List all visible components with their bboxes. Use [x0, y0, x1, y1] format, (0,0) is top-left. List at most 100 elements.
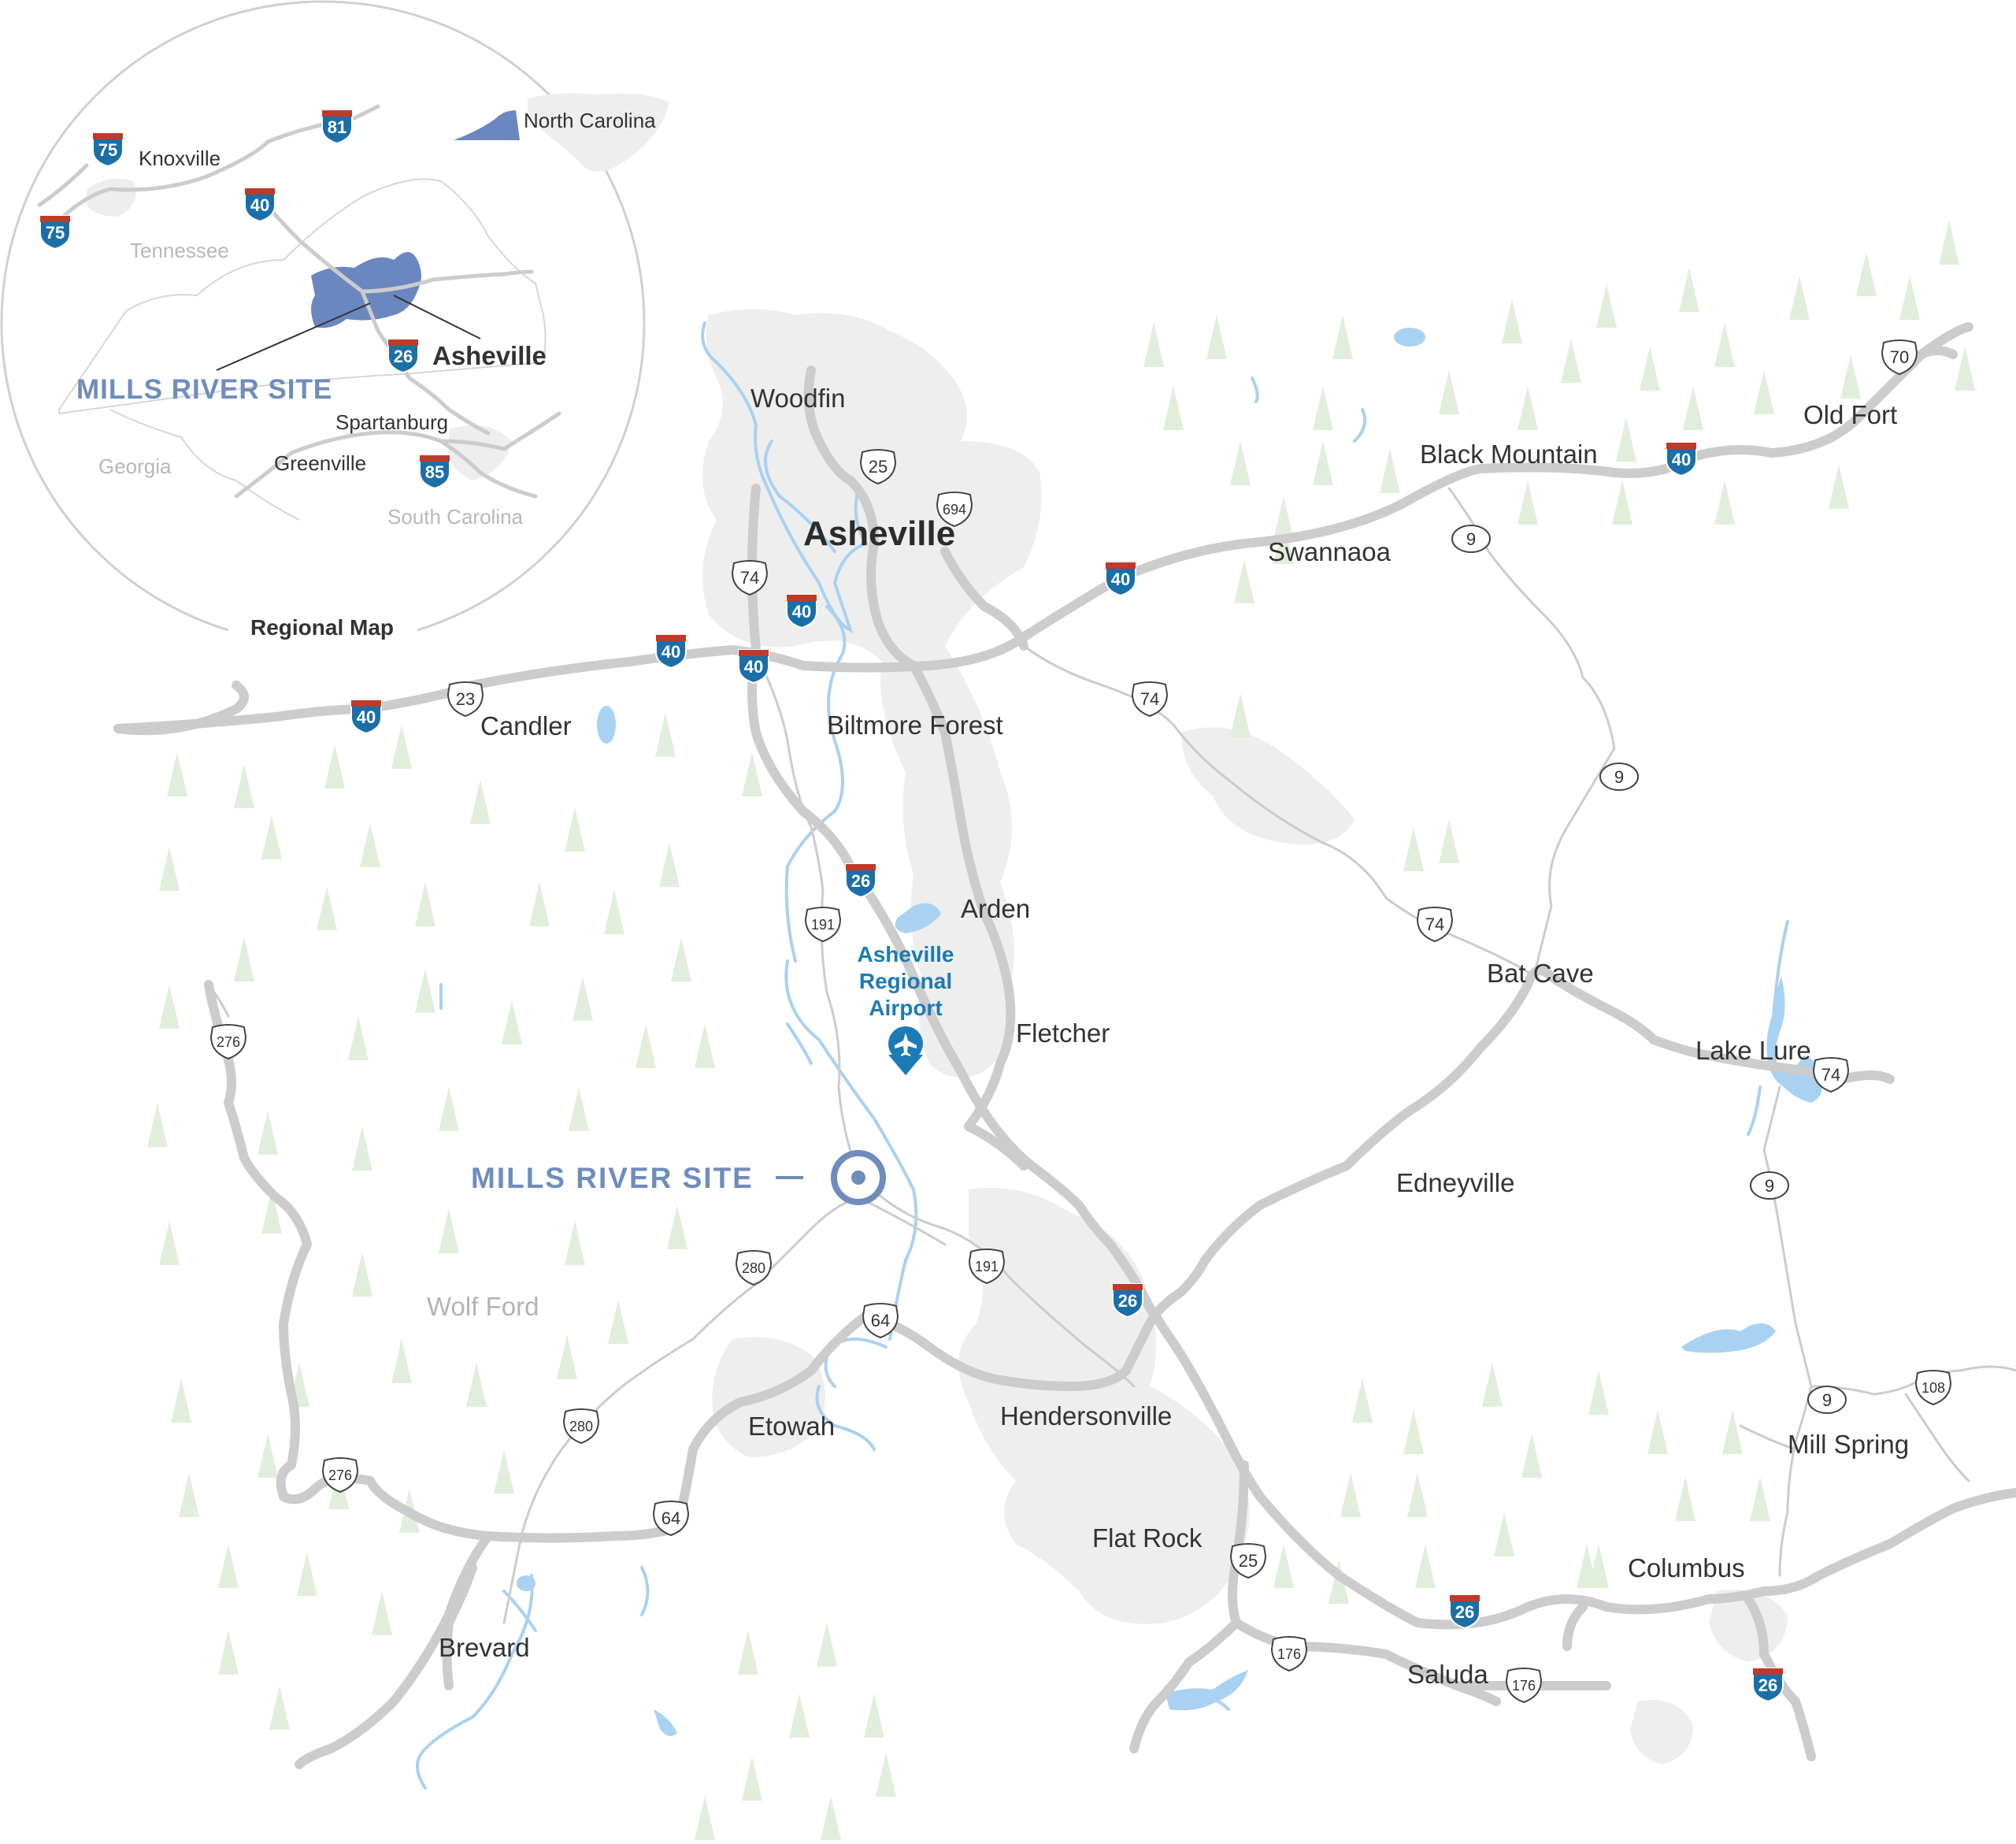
inset-nc-coast: [528, 93, 669, 172]
road-i26: [747, 645, 2016, 1630]
airport-name-line2: Regional: [859, 969, 952, 993]
inset-nc-icon: [454, 110, 520, 140]
airplane-icon: [888, 1026, 923, 1075]
us-280-shield: 280: [563, 1408, 599, 1444]
town-lake-lure: Lake Lure: [1695, 1036, 1811, 1065]
us-74-shield: 74: [1417, 907, 1453, 942]
svg-text:176: 176: [1277, 1646, 1301, 1662]
airport-name-line1: Asheville: [858, 942, 954, 967]
lake-mill-spring: [1681, 1323, 1776, 1353]
town-swannanoa: Swannaoa: [1268, 537, 1392, 566]
us-176-shield: 176: [1506, 1668, 1542, 1703]
svg-text:74: 74: [1140, 689, 1159, 709]
svg-text:9: 9: [1765, 1176, 1774, 1196]
svg-text:40: 40: [357, 707, 376, 727]
road-us25: [909, 661, 1016, 1131]
us-74-shield: 74: [732, 560, 768, 595]
svg-text:74: 74: [1425, 915, 1444, 934]
svg-text:40: 40: [662, 642, 680, 662]
interstate-40-shield: 40: [350, 699, 382, 734]
inset-interstate-26-shield: 26: [387, 339, 419, 373]
inset-site-label: MILLS RIVER SITE: [76, 374, 332, 405]
us-64-shield: 64: [653, 1501, 689, 1536]
svg-text:25: 25: [869, 457, 888, 477]
us-191-shield: 191: [969, 1249, 1005, 1284]
svg-text:26: 26: [1118, 1291, 1137, 1311]
town-hendersonville: Hendersonville: [1000, 1401, 1172, 1430]
inset-caption-backdrop: [228, 608, 417, 647]
us-694-shield: 694: [936, 492, 973, 527]
town-brevard: Brevard: [439, 1633, 530, 1662]
town-woodfin: Woodfin: [750, 384, 845, 413]
inset-asheville: Asheville: [432, 341, 547, 370]
interstate-40-shield: 40: [655, 634, 687, 669]
inset-spartanburg-area: [448, 425, 512, 480]
town-flat-rock: Flat Rock: [1092, 1523, 1203, 1553]
interstate-40-shield: 40: [786, 594, 817, 629]
lake-hendersonville: [654, 1709, 677, 1736]
svg-text:26: 26: [394, 347, 413, 366]
town-bat-cave: Bat Cave: [1487, 959, 1594, 988]
inset-interstate-85-shield: 85: [419, 455, 450, 489]
nc-9-shield: 9: [1807, 1386, 1847, 1414]
svg-text:280: 280: [742, 1260, 765, 1276]
nc-9-shield: 9: [1750, 1171, 1789, 1200]
inset-interstate-81-shield: 81: [321, 109, 353, 144]
svg-text:9: 9: [1614, 767, 1624, 787]
inset-site-leader-line: [216, 302, 371, 371]
us-276-shield: 276: [322, 1457, 358, 1493]
us-280-shield: 280: [736, 1250, 772, 1286]
lake-beaver: [1394, 328, 1425, 347]
lake-saluda: [1166, 1670, 1248, 1711]
svg-text:75: 75: [46, 223, 65, 243]
town-columbus: Columbus: [1628, 1553, 1745, 1582]
svg-text:108: 108: [1922, 1380, 1945, 1396]
us-23-shield: 23: [447, 681, 484, 717]
svg-text:191: 191: [975, 1259, 999, 1274]
regional-inset-map: North Carolina Knoxville Tennessee Ashev…: [0, 0, 669, 647]
svg-text:74: 74: [740, 568, 759, 588]
inset-caption: Regional Map: [250, 615, 394, 640]
target-marker-dot: [851, 1171, 865, 1185]
svg-text:64: 64: [662, 1508, 680, 1528]
lake-brevard: [517, 1575, 536, 1591]
interstate-26-shield: 26: [1752, 1668, 1784, 1702]
svg-text:9: 9: [1466, 529, 1476, 549]
inset-north-carolina: North Carolina: [524, 109, 656, 132]
town-saluda: Saluda: [1407, 1660, 1488, 1689]
svg-text:85: 85: [425, 462, 444, 482]
us-25-shield: 25: [860, 449, 896, 484]
road-us64: [862, 966, 1895, 1391]
svg-text:280: 280: [569, 1419, 593, 1434]
svg-text:40: 40: [744, 657, 763, 677]
svg-text:191: 191: [811, 917, 835, 933]
svg-text:26: 26: [1758, 1675, 1777, 1695]
svg-text:694: 694: [943, 502, 966, 518]
us-276-shield: 276: [210, 1024, 246, 1059]
us-64-shield: 64: [862, 1303, 899, 1338]
svg-text:74: 74: [1821, 1065, 1840, 1085]
svg-text:23: 23: [456, 689, 475, 709]
town-fletcher: Fletcher: [1016, 1018, 1110, 1048]
interstate-40-shield: 40: [738, 649, 769, 684]
mills-river-site-marker[interactable]: MILLS RIVER SITE: [471, 1150, 886, 1205]
svg-text:40: 40: [1111, 570, 1130, 589]
interstate-40-shield: 40: [1666, 442, 1697, 477]
town-biltmore-forest: Biltmore Forest: [827, 711, 1003, 740]
inset-knoxville: Knoxville: [139, 147, 220, 170]
town-old-fort: Old Fort: [1803, 400, 1897, 429]
town-mill-spring: Mill Spring: [1788, 1430, 1909, 1459]
town-edneyville: Edneyville: [1396, 1168, 1514, 1197]
inset-greenville: Greenville: [274, 451, 366, 475]
inset-state-outlines: [58, 178, 547, 415]
interstate-shields: 40 40 40 40 40 40 26 26 26 26: [350, 442, 1784, 1702]
svg-text:276: 276: [328, 1467, 352, 1483]
inset-asheville-leader-line: [393, 295, 481, 339]
svg-text:26: 26: [851, 871, 870, 891]
town-labels: Asheville Woodfin Biltmore Forest Candle…: [427, 384, 1909, 1689]
svg-text:70: 70: [1890, 347, 1909, 367]
inset-spartanburg: Spartanburg: [335, 410, 448, 434]
inset-interstate-75-shield: 75: [39, 215, 71, 250]
nc-9-shield: 9: [1599, 762, 1639, 791]
interstate-26-shield: 26: [845, 863, 876, 898]
